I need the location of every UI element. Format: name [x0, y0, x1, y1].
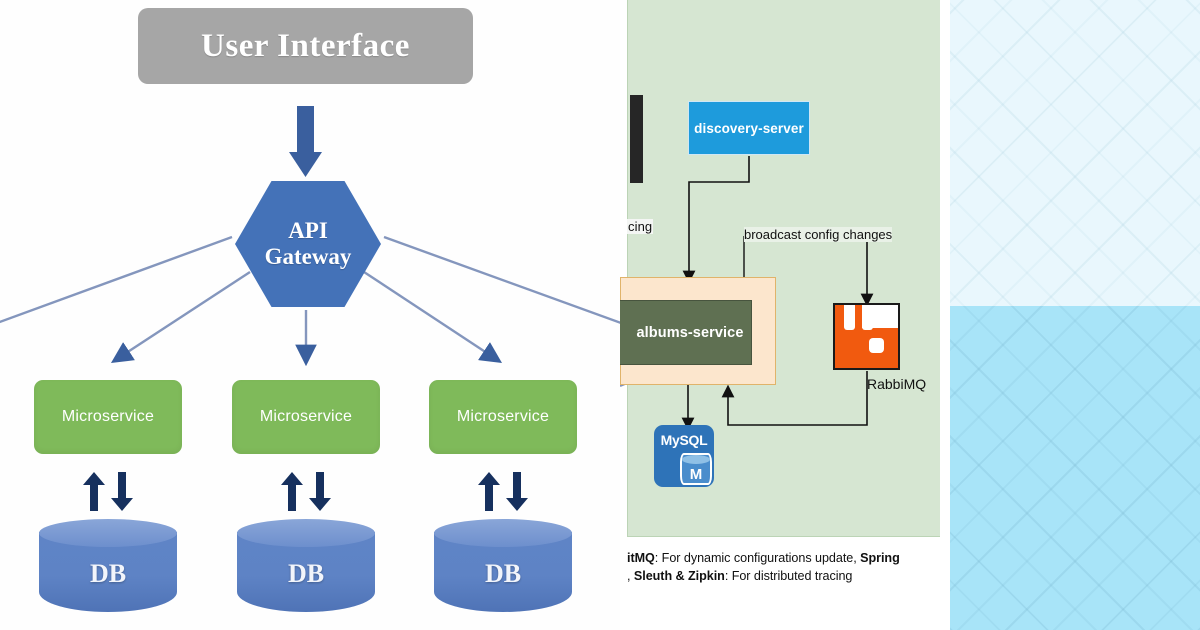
caption-line2-lead: ,	[627, 568, 634, 583]
mysql-icon: MySQL M	[654, 425, 714, 487]
blue-band-top	[950, 0, 1200, 306]
microservice-architecture-diagram: User Interface	[0, 8, 620, 619]
db-top-ellipse-2	[237, 519, 375, 547]
caption-bold-spring: Spring	[860, 551, 900, 565]
diagram-caption: itMQ: For dynamic configurations update,…	[627, 550, 940, 586]
db-top-ellipse-1	[39, 519, 177, 547]
cropped-black-box	[630, 95, 643, 183]
microservice-box-2: Microservice	[232, 380, 380, 454]
ui-to-gateway-arrow	[289, 106, 322, 177]
caption-line2-rest: : For distributed tracing	[724, 568, 853, 583]
discovery-to-service-line	[682, 156, 750, 284]
microservice-label-3: Microservice	[456, 408, 550, 425]
mysql-cylinder-top	[682, 455, 710, 464]
microservice-label-2: Microservice	[259, 408, 353, 425]
mysql-cylinder-letter: M	[689, 466, 703, 483]
read-write-arrows-3	[478, 472, 528, 511]
db-label-2: DB	[287, 559, 325, 588]
spring-cloud-diagram: cing discovery-server broadcast config c…	[620, 0, 940, 630]
caption-line-1: itMQ: For dynamic configurations update,…	[627, 550, 940, 568]
api-gateway-label-line2: Gateway	[264, 244, 352, 269]
gateway-line-to-microservice-1	[110, 270, 251, 363]
rabbitmq-dot	[869, 338, 884, 353]
rabbit-to-service-line	[721, 371, 868, 426]
gateway-line-outer-right	[383, 235, 620, 324]
blue-texture-panel	[940, 0, 1200, 630]
database-cylinder-2: DB	[237, 519, 375, 619]
microservice-box-3: Microservice	[429, 380, 577, 454]
discovery-server-node: discovery-server	[688, 101, 810, 155]
caption-bold-sleuth: Sleuth & Zipkin	[633, 568, 725, 583]
user-interface-label: User Interface	[201, 27, 410, 64]
microservice-label-1: Microservice	[61, 408, 155, 425]
read-write-arrows-1	[83, 472, 133, 511]
albums-service-label: albums-service	[636, 324, 744, 341]
broadcast-config-label: broadcast config changes	[744, 227, 893, 242]
read-write-arrows-2	[281, 472, 331, 511]
caption-bold-rabbitmq: itMQ	[627, 551, 655, 565]
database-cylinder-1: DB	[39, 519, 177, 619]
db-label-1: DB	[89, 559, 127, 588]
gateway-line-outer-left	[0, 235, 233, 324]
blue-band-bottom	[950, 306, 1200, 630]
discovery-server-label: discovery-server	[694, 120, 804, 136]
cropped-tracing-label: cing	[627, 219, 654, 234]
db-top-ellipse-3	[434, 519, 572, 547]
connector-lines	[0, 106, 620, 367]
rabbitmq-ear-left	[844, 305, 855, 330]
database-cylinder-3: DB	[434, 519, 572, 619]
microservice-box-1: Microservice	[34, 380, 182, 454]
albums-service-node: albums-service	[620, 300, 752, 365]
rabbitmq-ear-right	[862, 305, 873, 330]
api-gateway-label-line1: API	[288, 218, 328, 244]
db-label-3: DB	[484, 559, 522, 588]
api-gateway-node: API Gateway	[235, 181, 381, 307]
mysql-label: MySQL	[660, 432, 708, 448]
rabbitmq-label: RabbiMQ	[867, 376, 927, 392]
user-interface-box: User Interface	[138, 8, 473, 84]
rabbitmq-icon	[833, 303, 900, 370]
caption-line-2: , Sleuth & Zipkin: For distributed traci…	[627, 568, 940, 586]
caption-line1-rest: : For dynamic configurations update,	[654, 551, 861, 565]
gateway-line-to-microservice-3	[363, 270, 503, 363]
